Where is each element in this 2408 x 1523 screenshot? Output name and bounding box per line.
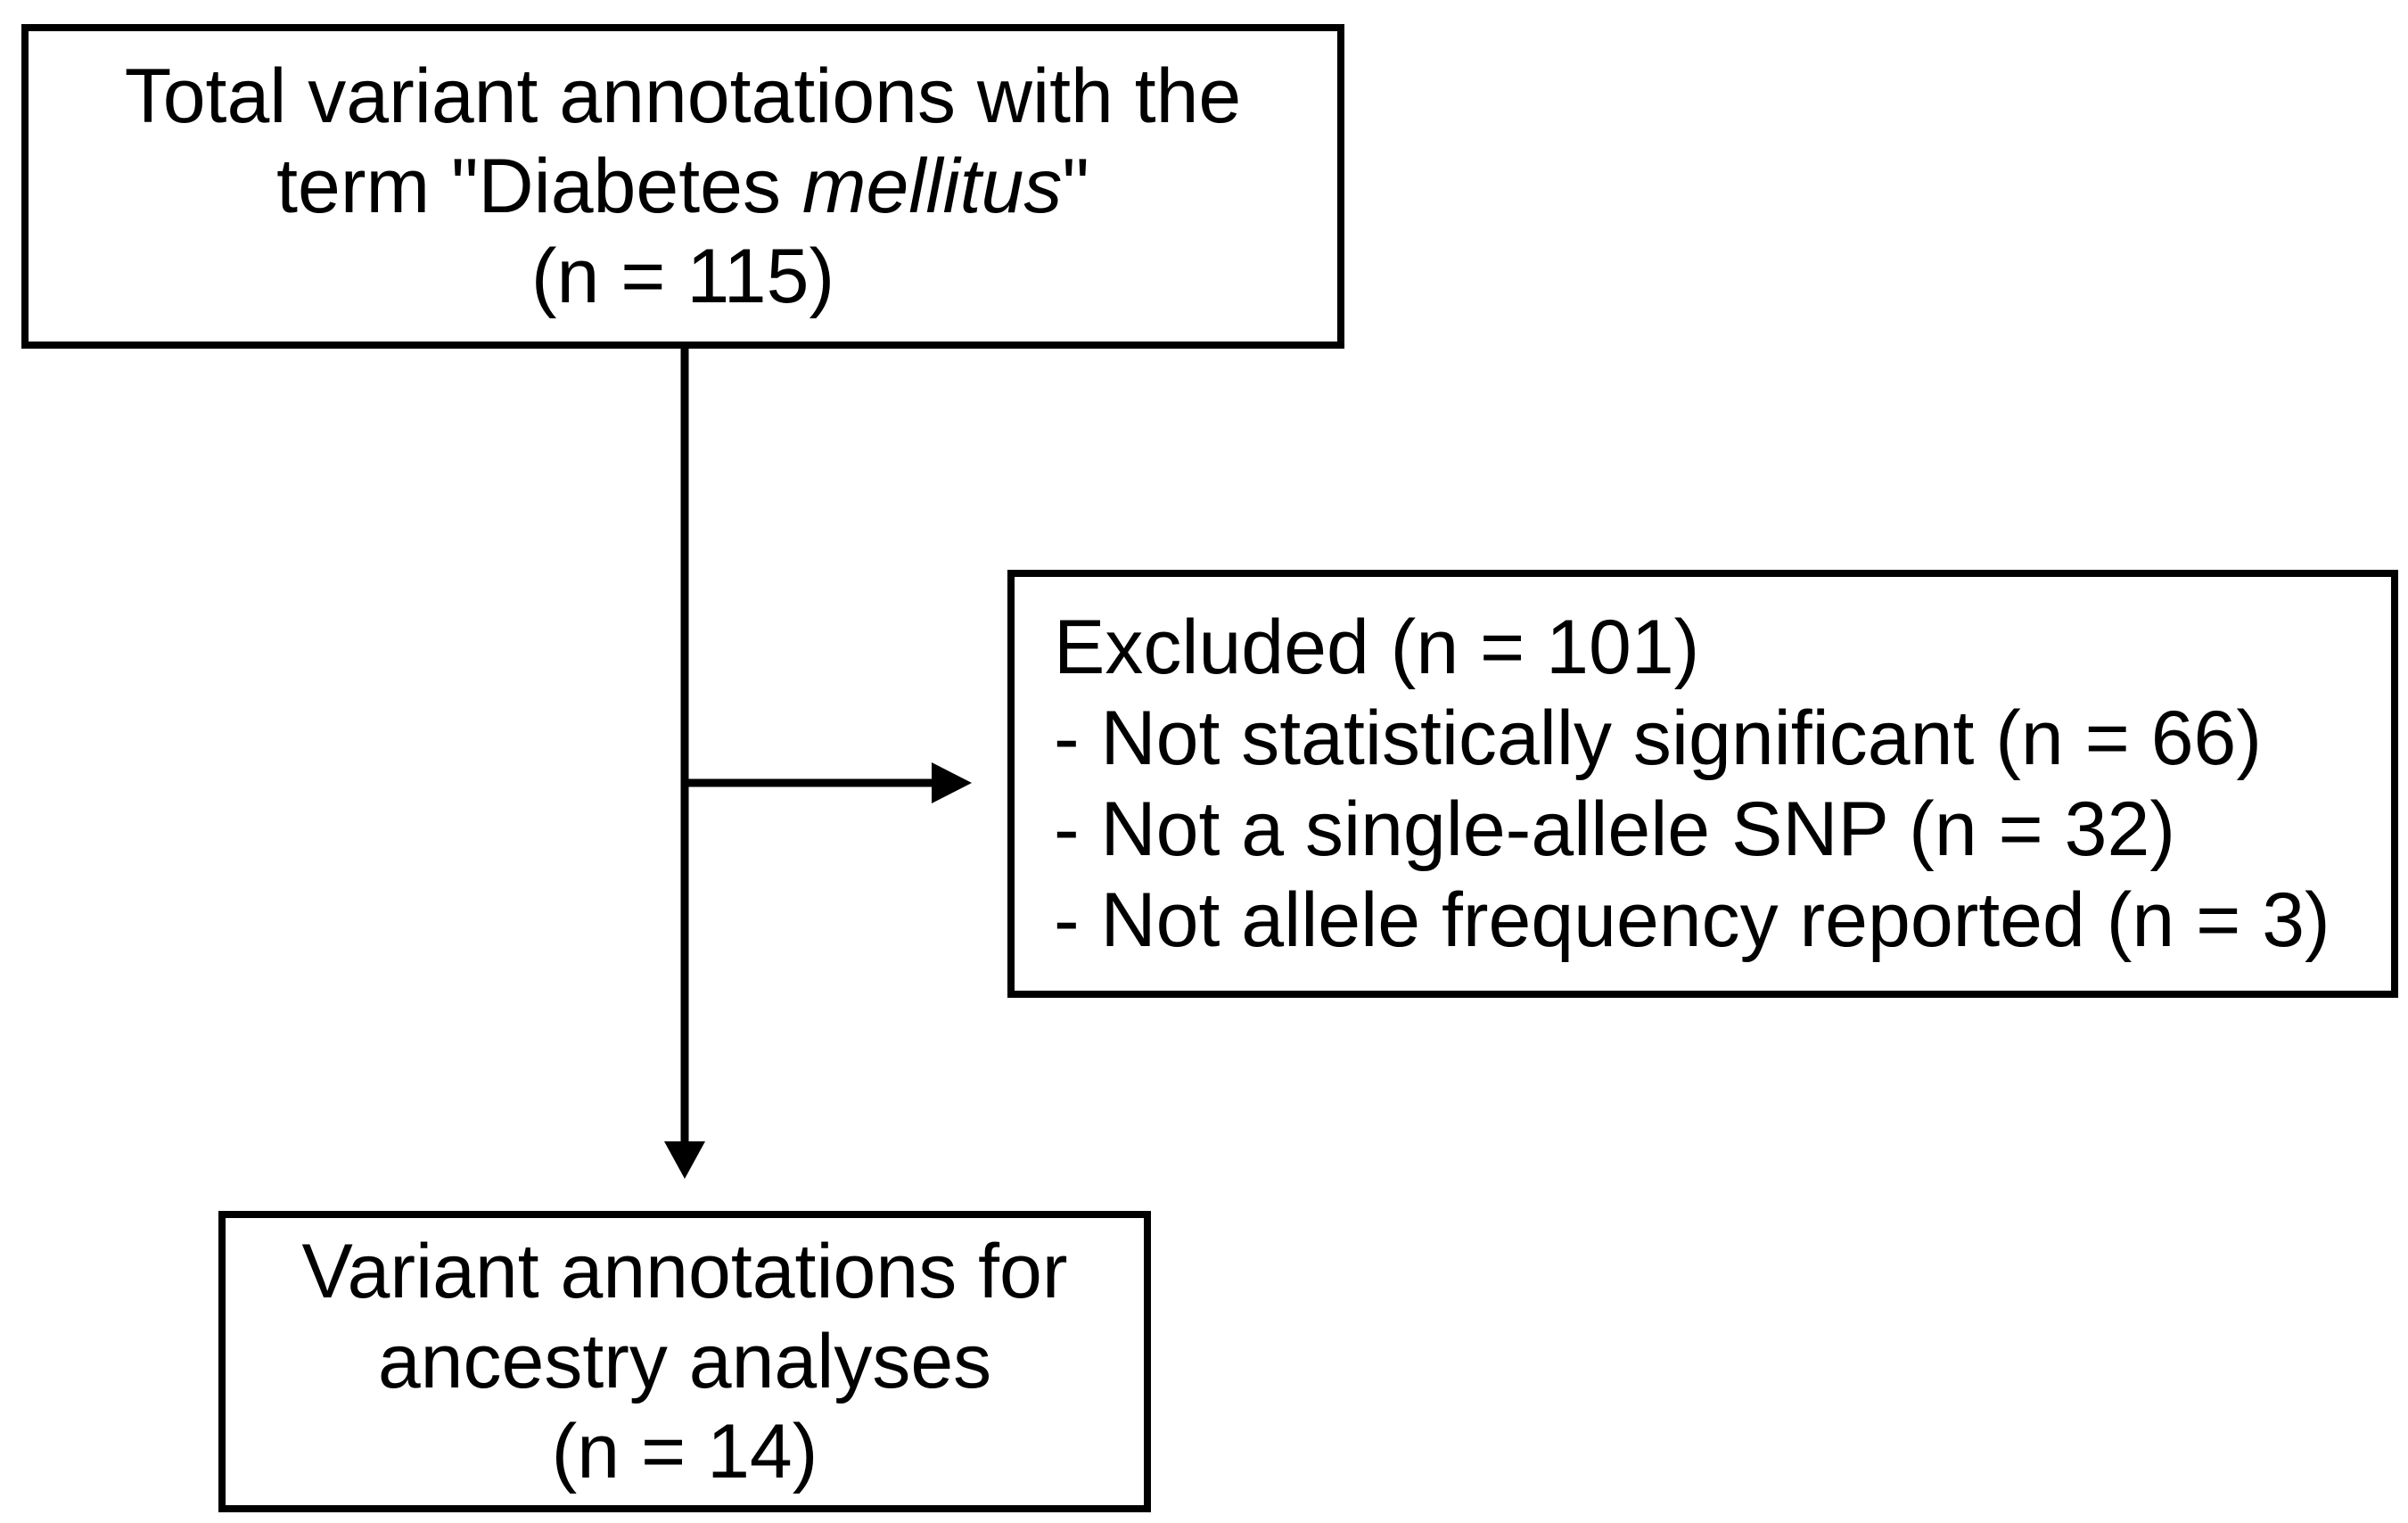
ancestry-analyses-box: Variant annotations for ancestry analyse…	[218, 1211, 1151, 1512]
term-prefix: term "Diabetes	[276, 143, 802, 229]
ancestry-line-2: ancestry analyses	[377, 1318, 992, 1404]
excluded-item-not-significant: - Not statistically significant (n = 66)	[1054, 696, 2263, 781]
ancestry-count: (n = 14)	[551, 1408, 818, 1494]
term-italic: mellitus	[801, 143, 1063, 229]
total-annotations-line-2: term "Diabetes mellitus"	[276, 142, 1089, 232]
ancestry-line-1: Variant annotations for	[301, 1228, 1068, 1314]
term-suffix: "	[1062, 143, 1089, 229]
total-annotations-count: (n = 115)	[530, 233, 835, 319]
exclusion-branch-arrowhead	[932, 762, 972, 803]
excluded-box: Excluded (n = 101) - Not statistically s…	[1007, 570, 2398, 998]
excluded-item-no-frequency: - Not allele frequency reported (n = 3)	[1054, 877, 2330, 963]
excluded-title: Excluded (n = 101)	[1054, 605, 1700, 690]
total-annotations-line-1: Total variant annotations with the	[124, 53, 1242, 139]
total-annotations-box: Total variant annotations with the term …	[21, 24, 1344, 349]
excluded-item-not-single-allele: - Not a single-allele SNP (n = 32)	[1054, 786, 2175, 872]
main-flow-arrowhead	[664, 1141, 705, 1179]
